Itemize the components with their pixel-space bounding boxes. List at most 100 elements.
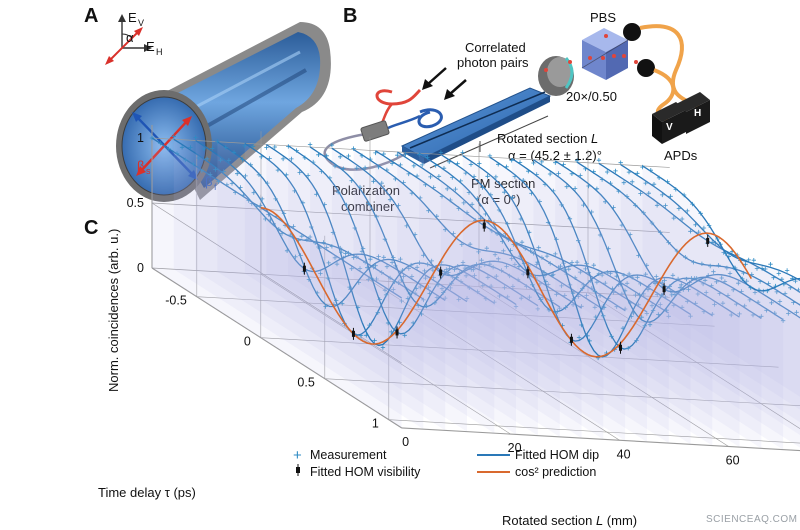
measurement-point <box>581 202 586 208</box>
x-axis-line <box>401 427 800 452</box>
measurement-point <box>292 188 297 194</box>
measurement-point <box>509 158 514 163</box>
measurement-point <box>513 304 519 309</box>
measurement-point <box>655 292 660 297</box>
measurement-point <box>539 255 544 260</box>
measurement-point <box>586 183 591 189</box>
measurement-point <box>578 269 583 275</box>
measurement-point <box>574 158 580 163</box>
measurement-point <box>742 303 747 309</box>
measurement-point <box>704 290 709 295</box>
measurement-point <box>630 179 635 184</box>
measurement-point <box>360 246 366 251</box>
measurement-point <box>507 273 512 279</box>
measurement-point <box>635 171 640 176</box>
measurement-point <box>693 222 698 227</box>
measurement-point <box>435 282 441 288</box>
measurement-point <box>618 160 623 165</box>
measurement-point <box>622 306 628 312</box>
measurement-point <box>358 333 364 338</box>
measurement-point <box>447 159 452 164</box>
measurement-point <box>589 286 594 291</box>
measurement-point <box>366 277 371 282</box>
legend-item-measurement: + Measurement <box>293 447 387 464</box>
measurement-point <box>638 191 643 196</box>
waveguide-chip <box>400 87 552 164</box>
measurement-point <box>414 286 419 291</box>
measurement-point <box>461 200 466 206</box>
measurement-point <box>666 240 671 245</box>
measurement-point <box>521 271 526 277</box>
measurement-point <box>493 174 499 180</box>
measurement-point <box>581 282 586 288</box>
measurement-point <box>679 305 685 310</box>
measurement-point <box>693 301 698 306</box>
measurement-point <box>739 289 744 294</box>
measurement-point <box>280 156 286 162</box>
measurement-point <box>406 171 411 177</box>
measurement-point <box>701 309 707 314</box>
measurement-point <box>685 208 690 214</box>
measurement-point <box>355 305 361 310</box>
measurement-point <box>408 262 414 268</box>
apd-detectors <box>652 92 710 144</box>
measurement-point <box>373 150 378 156</box>
measurement-point <box>546 282 551 287</box>
measurement-point <box>418 284 423 290</box>
measurement-point <box>414 173 420 179</box>
measurement-point <box>384 264 390 269</box>
measurement-point <box>439 286 445 291</box>
measurement-point <box>488 283 494 289</box>
measurement-point <box>668 194 673 199</box>
measurement-point <box>298 253 303 258</box>
measurement-point <box>768 262 773 267</box>
svg-text:Fitted HOM dip: Fitted HOM dip <box>515 448 599 462</box>
measurement-point <box>562 293 567 298</box>
measurement-point <box>660 192 665 198</box>
measurement-point <box>204 156 210 161</box>
measurement-point <box>218 158 223 163</box>
measurement-point <box>550 273 555 278</box>
measurement-point <box>786 311 791 316</box>
measurement-point <box>291 224 296 229</box>
measurement-point <box>346 250 351 256</box>
measurement-point <box>467 285 472 290</box>
measurement-point <box>686 287 691 292</box>
measurement-point <box>397 320 402 325</box>
measurement-point <box>515 277 521 282</box>
measurement-point <box>644 311 649 316</box>
measurement-point <box>334 261 340 267</box>
measurement-point <box>416 303 421 308</box>
measurement-point <box>639 315 644 320</box>
measurement-point <box>654 274 659 279</box>
measurement-point <box>518 216 524 222</box>
measurement-point <box>346 153 351 159</box>
measurement-point <box>529 191 534 196</box>
measurement-point <box>665 179 670 184</box>
measurement-point <box>695 291 701 297</box>
measurement-point <box>684 276 689 282</box>
measurement-point <box>521 261 527 266</box>
measurement-point <box>645 287 651 292</box>
measurement-point <box>403 151 408 157</box>
measurement-point <box>488 192 493 197</box>
visibility-marker <box>569 336 573 343</box>
measurement-point <box>344 202 349 208</box>
measurement-point <box>574 260 580 265</box>
measurement-point <box>174 151 180 156</box>
measurement-point <box>790 276 795 281</box>
measurement-point <box>746 257 751 263</box>
back-wall-gridline <box>151 137 670 168</box>
measurement-point <box>171 134 176 139</box>
measurement-point <box>673 187 678 192</box>
floor-gridline <box>324 378 800 407</box>
measurement-point <box>700 281 706 287</box>
measurement-point <box>317 245 322 251</box>
measurement-point <box>284 172 289 177</box>
measurement-point <box>458 279 464 284</box>
measurement-point <box>572 186 578 191</box>
beam-path <box>544 34 638 72</box>
measurement-point <box>534 172 539 177</box>
measurement-point <box>382 237 388 242</box>
panel-b: B Correlated photon pairs 20×/ <box>323 5 710 214</box>
